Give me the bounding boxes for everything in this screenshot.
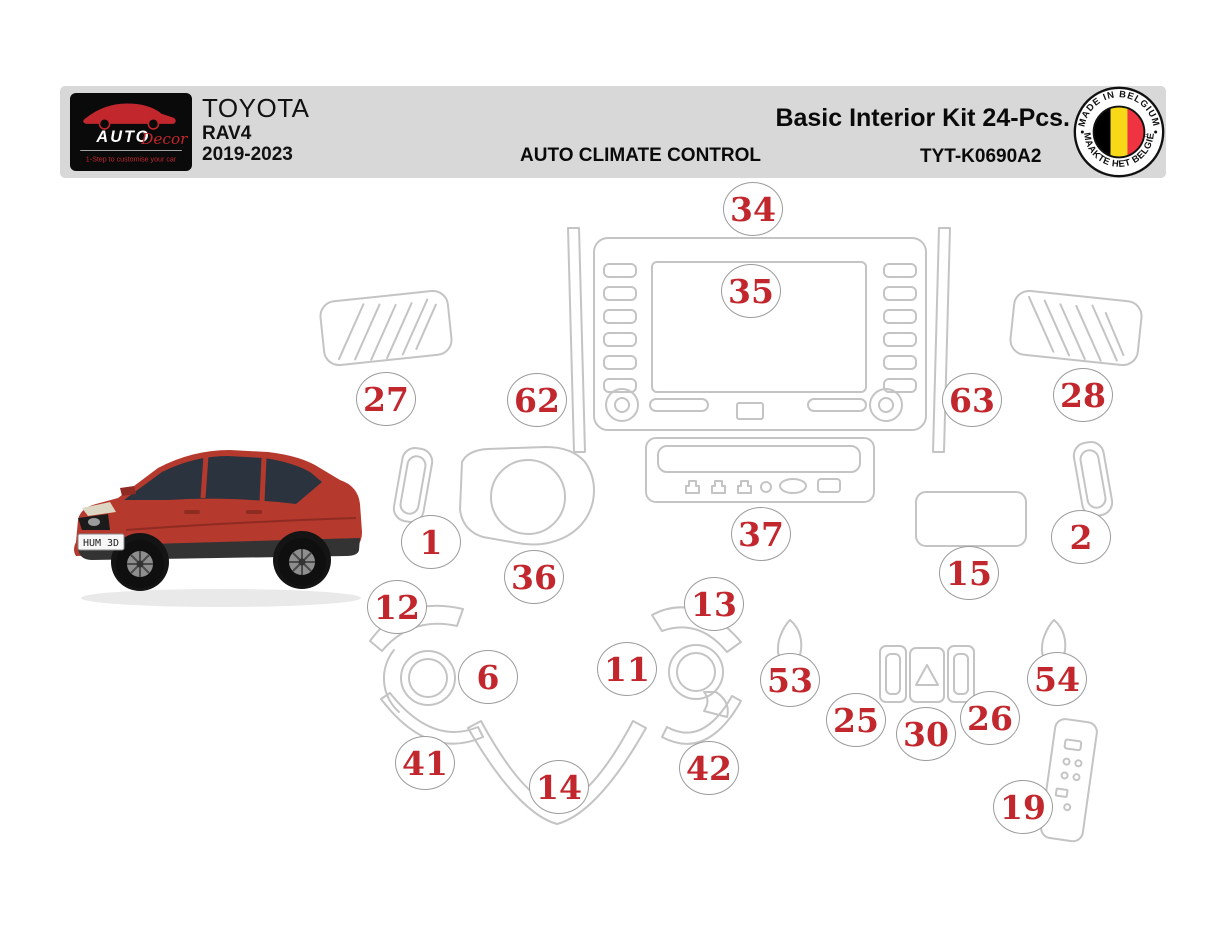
part-outline-41 (380, 692, 484, 745)
vehicle-photo: HUM 3D (56, 410, 374, 618)
part-outline-1 (392, 447, 434, 523)
vehicle-title-block: TOYOTA RAV4 2019-2023 (202, 93, 310, 166)
made-in-belgium-badge: MADE IN BELGIUM MAAKTE HET BELGIË (1072, 85, 1166, 179)
license-plate (77, 533, 125, 551)
part-outline-54 (1040, 619, 1067, 665)
part-outline-19 (1040, 718, 1098, 843)
part-outline-63 (932, 227, 951, 453)
kit-subtitle: AUTO CLIMATE CONTROL (520, 145, 761, 166)
vehicle-model: RAV4 (202, 123, 252, 145)
header-bar: AUTO Decor 1-Step to customise your car … (60, 86, 1166, 178)
part-outline-42 (661, 695, 742, 745)
logo-text-auto: AUTO (95, 128, 150, 146)
part-outline-28 (1009, 289, 1143, 367)
part-outline-35 (593, 237, 927, 431)
brand-logo: AUTO Decor 1-Step to customise your car (70, 93, 192, 171)
part-outline-13 (651, 606, 742, 653)
license-plate-text: HUM 3D (83, 538, 119, 549)
vehicle-years: 2019-2023 (202, 144, 293, 166)
kit-title: Basic Interior Kit 24-Pcs. (775, 104, 1070, 132)
part-outline-11 (668, 644, 729, 718)
vehicle-make: TOYOTA (202, 93, 310, 123)
part-outline-6 (382, 649, 456, 713)
logo-text-decor: Decor (140, 130, 189, 148)
part-outline-26 (947, 645, 975, 703)
logo-tagline: 1-Step to customise your car (86, 155, 177, 163)
part-outline-53 (776, 619, 803, 665)
part-outline-2 (1072, 441, 1114, 517)
part-outline-62 (567, 227, 586, 453)
part-outline-12 (369, 604, 464, 652)
logo-car-icon (83, 103, 176, 130)
part-outline-15 (915, 491, 1027, 547)
part-code: TYT-K0690A2 (920, 146, 1042, 167)
part-outline-27 (319, 289, 453, 367)
part-outline-30 (909, 647, 945, 703)
part-outline-25 (879, 645, 907, 703)
part-outline-36 (459, 446, 595, 546)
part-outline-14 (467, 720, 647, 825)
part-outline-37 (645, 437, 875, 503)
